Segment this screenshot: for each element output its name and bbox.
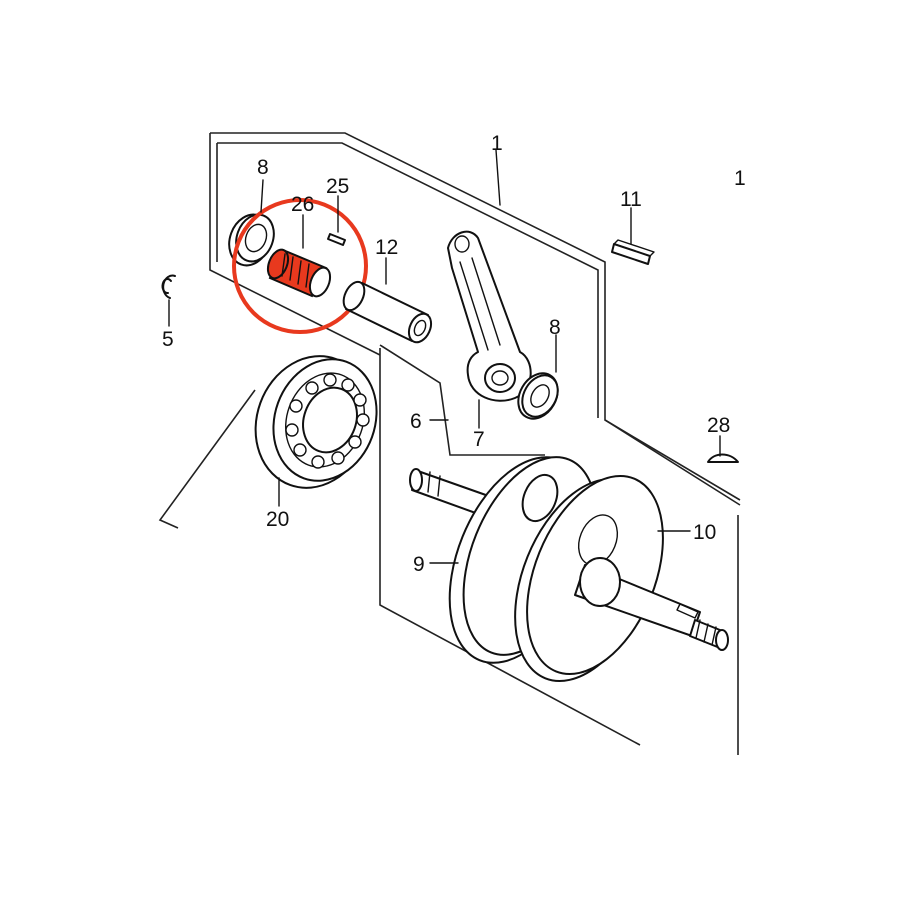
leader-lines [168, 149, 721, 564]
thrust-washer-right [517, 372, 559, 420]
label-edge-fragment: 1 [734, 167, 746, 190]
assembly-outline [158, 132, 741, 755]
label-crank-web-right: 10 [693, 521, 716, 544]
label-crank-pin: 12 [375, 236, 398, 259]
label-crankshaft-assembly: 1 [491, 132, 503, 155]
label-woodruff-key: 28 [707, 414, 730, 437]
label-connecting-rod: 7 [473, 428, 485, 451]
label-pin: 25 [326, 175, 349, 198]
label-key: 11 [620, 188, 642, 211]
label-crank-pin-group: 6 [410, 410, 422, 433]
crank-pin [342, 280, 433, 344]
label-thrust-washer-right: 8 [549, 316, 561, 339]
crank-web-right [514, 474, 729, 682]
connecting-rod [447, 230, 532, 402]
woodruff-key [707, 453, 739, 463]
label-needle-bearing: 26 [291, 193, 314, 216]
label-ball-bearing: 20 [266, 508, 289, 531]
key [611, 239, 655, 265]
ball-bearing [254, 355, 378, 489]
highlight-circle [232, 198, 368, 334]
circlip [161, 274, 176, 299]
pin [327, 233, 346, 246]
label-circlip: 5 [162, 328, 174, 351]
needle-bearing [266, 248, 332, 298]
part-labels: 1 5 6 7 8 8 9 10 11 12 20 26 25 28 1 [162, 132, 746, 576]
label-crank-web-left: 9 [413, 553, 425, 576]
label-thrust-washer-left: 8 [257, 156, 269, 179]
